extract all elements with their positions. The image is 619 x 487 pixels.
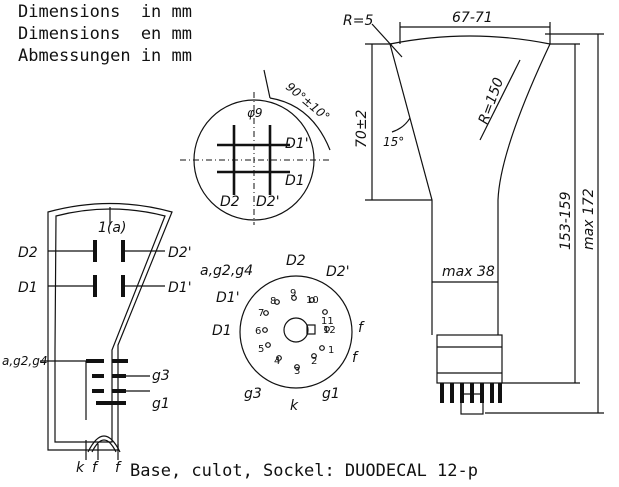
d2-right-label: D2'	[168, 245, 192, 261]
curvature-label: R=150	[476, 76, 508, 127]
pin-9-label: φ9	[247, 106, 263, 120]
pin-10-number: 10	[306, 295, 319, 306]
envelope-inner	[54, 208, 166, 443]
d1-right-label: D1'	[168, 280, 192, 296]
anode-label: 1(a)	[98, 220, 126, 236]
top-width-label: 67-71	[452, 10, 493, 26]
orientation-angle-label: 90°±10°	[283, 80, 332, 125]
base-circle	[239, 275, 353, 389]
base-pin-diagram: 1 2 3 4 5 6 7 8 9 10 11 12 a,g2,g4 D2 D2…	[200, 253, 365, 414]
neck-diameter-label: max 38	[442, 264, 495, 280]
g1-label: g1	[152, 396, 170, 412]
base-pins	[262, 295, 330, 370]
envelope-outer	[47, 202, 173, 451]
base-caption: Base, culot, Sockel: DUODECAL 12-p	[130, 461, 478, 481]
f-label-1: f	[92, 460, 99, 476]
tube-faceplate	[389, 35, 551, 45]
pin-2-number: 2	[311, 356, 317, 367]
d2-prime-plate-label: D2'	[256, 194, 280, 210]
base-f-bottom-label: f	[352, 350, 359, 366]
tube-base-pins	[440, 383, 502, 415]
pin-6-number: 6	[255, 326, 261, 337]
electrode-schematic: 1(a) D2 D2' D1 D1' a,g2,g4 g3 g1	[2, 202, 192, 476]
header-line-german: Abmessungen in mm	[18, 46, 192, 66]
pin-7-number: 7	[258, 308, 264, 319]
grid-a-g2-g4-label: a,g2,g4	[2, 354, 48, 368]
k-label: k	[76, 460, 85, 476]
base-d2-prime-label: D2'	[326, 264, 350, 280]
d1-prime-plate-label: D1'	[285, 136, 309, 152]
pin-11-number: 11	[321, 316, 334, 327]
length-label: 153-159	[558, 191, 574, 250]
base-g1-label: g1	[322, 386, 340, 402]
cone-height-label: 70±2	[354, 109, 370, 148]
tube-base-shell	[436, 334, 503, 384]
pin-5-number: 5	[258, 344, 264, 355]
radius-label: R=5	[343, 13, 373, 29]
header-line-french: Dimensions en mm	[18, 24, 192, 44]
deflection-orientation-view: φ9 D1' D1 D2 D2' 90°±10°	[180, 69, 332, 225]
base-d1-prime-label: D1'	[216, 290, 240, 306]
base-d1-label: D1	[212, 323, 232, 339]
f-label-2: f	[115, 460, 122, 476]
tube-left-wall	[389, 43, 433, 335]
pin-3-number: 3	[294, 366, 300, 377]
base-a-g2-g4-label: a,g2,g4	[200, 263, 253, 279]
pin-4-number: 4	[274, 356, 280, 367]
pin-1-number: 1	[328, 345, 334, 356]
pin-9-number: 9	[290, 288, 296, 299]
tube-right-wall	[497, 43, 551, 335]
d2-left-label: D2	[18, 245, 38, 261]
d1-left-label: D1	[18, 280, 38, 296]
d1-plate-label: D1	[285, 173, 305, 189]
base-key	[283, 317, 309, 343]
base-d2-label: D2	[286, 253, 306, 269]
g3-label: g3	[152, 368, 170, 384]
max-length-label: max 172	[581, 188, 597, 250]
base-f-top-label: f	[358, 320, 365, 336]
pin-8-number: 8	[270, 296, 276, 307]
tube-side-view: 67-71 R=5 R=150 15° 70±2 max 38 153-159 …	[343, 10, 604, 415]
angle-15-label: 15°	[383, 135, 404, 149]
base-g3-label: g3	[244, 386, 262, 402]
d2-plate-label: D2	[220, 194, 240, 210]
header-line-english: Dimensions in mm	[18, 2, 192, 22]
pin-12-number: 12	[323, 325, 336, 336]
base-k-label: k	[290, 398, 299, 414]
cathode-arc	[87, 435, 121, 453]
